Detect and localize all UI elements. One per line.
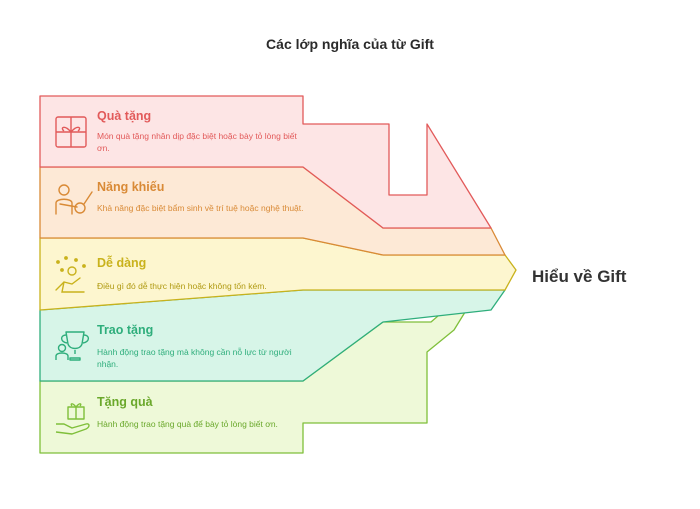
- guitar-player-icon: [55, 184, 93, 215]
- result-label: Hiểu về Gift: [532, 267, 627, 286]
- item-1-desc: Món quà tặng nhân dịp đặc biệt hoặc bày …: [97, 131, 297, 153]
- item-2-title: Năng khiếu: [97, 180, 165, 194]
- trophy-award-icon: [55, 331, 90, 361]
- item-3-title: Dễ dàng: [97, 256, 147, 270]
- item-3-desc: Điều gì đó dễ thực hiện hoặc không tốn k…: [97, 281, 267, 291]
- relaxing-person-icon: [55, 256, 86, 293]
- band-qua-tang: [39, 95, 492, 229]
- diagram-title: Các lớp nghĩa của từ Gift: [266, 36, 434, 52]
- item-5-desc: Hành động trao tặng quà để bày tỏ lòng b…: [97, 419, 278, 429]
- item-5-title: Tặng quà: [97, 395, 153, 409]
- item-4-title: Trao tặng: [97, 323, 154, 337]
- hand-gift-icon: [55, 403, 90, 435]
- item-2-desc: Khả năng đặc biệt bẩm sinh về trí tuệ ho…: [97, 203, 304, 213]
- item-1-title: Quà tặng: [97, 109, 152, 123]
- item-4-desc: Hành động trao tặng mà không cần nỗ lực …: [97, 347, 292, 369]
- gift-box-icon: [55, 116, 87, 148]
